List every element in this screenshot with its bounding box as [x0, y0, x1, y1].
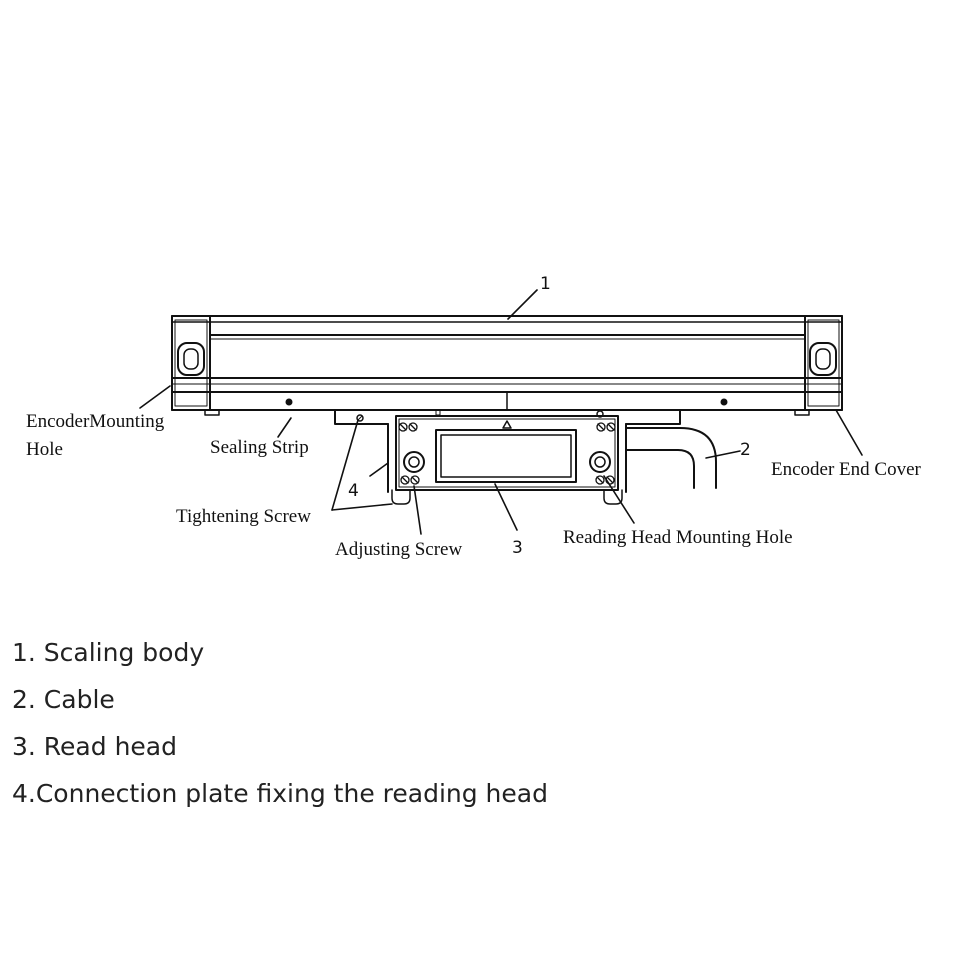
legend-item-connection-plate: 4.Connection plate fixing the reading he… [12, 779, 548, 808]
label-adjusting-screw: Adjusting Screw [335, 539, 462, 560]
sealing-strip-dot-right [720, 398, 728, 406]
label-encoder-mounting-hole-line1: EncoderMounting [26, 411, 165, 432]
scale-body [171, 315, 843, 416]
cable [625, 427, 717, 489]
right-end-cover [804, 315, 843, 411]
head-mounting-hole-right [589, 451, 611, 473]
left-end-cover [171, 315, 211, 411]
label-reading-head-mounting-hole: Reading Head Mounting Hole [563, 527, 793, 548]
callout-4: 4 [348, 481, 359, 501]
left-encoder-mounting-hole [177, 342, 205, 376]
legend-item-scaling-body: 1. Scaling body [12, 638, 205, 667]
right-encoder-mounting-hole [809, 342, 837, 376]
label-tightening-screw: Tightening Screw [176, 506, 311, 527]
sealing-strip-dot-left [285, 398, 293, 406]
legend-item-read-head: 3. Read head [12, 732, 177, 761]
callout-3: 3 [512, 538, 523, 558]
callout-1: 1 [540, 274, 551, 294]
legend-item-cable: 2. Cable [12, 685, 115, 714]
leader-lines [139, 289, 863, 535]
reading-head [391, 415, 623, 505]
label-encoder-mounting-hole-line2: Hole [26, 439, 63, 460]
connection-plate [334, 409, 681, 493]
callout-2: 2 [740, 440, 751, 460]
head-mounting-hole-left [403, 451, 425, 473]
adjusting-screws [398, 422, 616, 485]
label-sealing-strip: Sealing Strip [210, 437, 309, 458]
label-encoder-end-cover: Encoder End Cover [771, 459, 922, 480]
